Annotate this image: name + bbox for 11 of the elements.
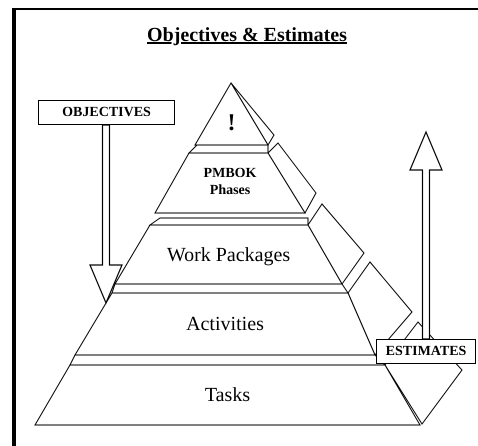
layer-label: Tasks: [204, 383, 250, 407]
title: Objectives & Estimates: [146, 24, 348, 47]
layer-label: !: [228, 108, 236, 138]
pyramid-apex: [195, 83, 268, 145]
layer-label: PMBOK Phases: [202, 166, 258, 200]
hollow-arrow: [89, 124, 123, 305]
label-box: ESTIMATES: [376, 339, 476, 364]
layer-label: Work Packages: [166, 242, 290, 266]
hollow-arrow: [409, 130, 443, 340]
label-box: OBJECTIVES: [38, 100, 175, 125]
layer-label: Activities: [186, 312, 264, 336]
